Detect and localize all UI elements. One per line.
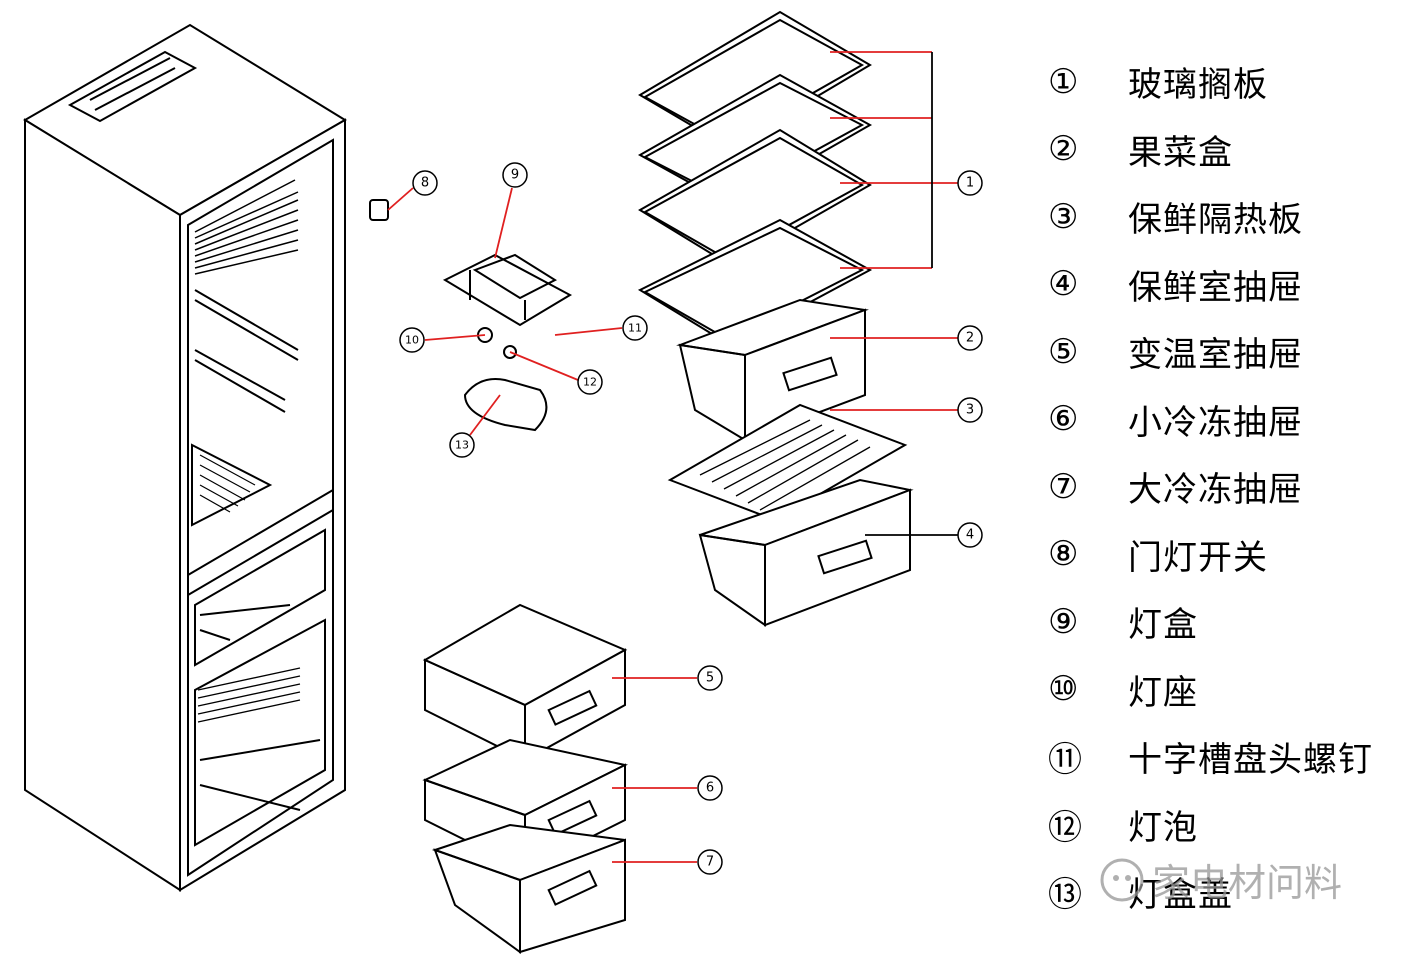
- legend-item-label: 十字槽盘头螺钉: [1128, 740, 1373, 781]
- legend-item-number: ⑬: [1048, 875, 1082, 916]
- legend-item-number: ⑩: [1048, 669, 1079, 710]
- legend-item-label: 变温室抽屉: [1128, 335, 1303, 376]
- lamp-box: [442, 253, 573, 327]
- callout-9: 9: [511, 168, 519, 183]
- legend-item: ⑬ 灯盒盖: [1048, 858, 1408, 926]
- legend-item-number: ⑪: [1048, 740, 1082, 781]
- legend-item: ⑪ 十字槽盘头螺钉: [1048, 723, 1408, 791]
- callout-7: 7: [706, 855, 714, 870]
- callout-circles: [399, 162, 983, 875]
- legend-item-number: ④: [1048, 264, 1079, 305]
- legend-item-label: 灯泡: [1128, 807, 1198, 848]
- legend-item: ⑩ 灯座: [1048, 656, 1408, 724]
- refrigerator-cabinet: [23, 23, 347, 892]
- parts-legend: ① 玻璃搁板 ② 果菜盒 ③ 保鲜隔热板 ④ 保鲜室抽屉 ⑤ 变温室抽屉 ⑥ 小冷冻抽屉 ⑦ 大冷冻抽屉 ⑧…: [1048, 48, 1408, 926]
- callout-13: 13: [455, 439, 469, 452]
- legend-item-label: 小冷冻抽屉: [1128, 402, 1303, 443]
- lamp-box-cover: [463, 378, 548, 432]
- legend-item: ③ 保鲜隔热板: [1048, 183, 1408, 251]
- legend-item-label: 保鲜隔热板: [1128, 200, 1303, 241]
- callout-5: 5: [706, 671, 714, 686]
- legend-item-label: 门灯开关: [1128, 537, 1268, 578]
- exploded-refrigerator-diagram: 1 2 3 4 5 6 7 8 9 10 11 12 13: [23, 10, 983, 954]
- insulation-board: [667, 403, 908, 522]
- legend-item-number: ③: [1048, 196, 1079, 237]
- lamp-bulb: [503, 345, 517, 359]
- callout-12: 12: [583, 376, 597, 389]
- door-lamp-switch: [369, 199, 389, 221]
- callout-10: 10: [405, 334, 419, 347]
- legend-item: ⑧ 门灯开关: [1048, 521, 1408, 589]
- legend-item-label: 灯盒盖: [1128, 875, 1233, 916]
- legend-item-label: 玻璃搁板: [1128, 65, 1268, 106]
- legend-item: ⑥ 小冷冻抽屉: [1048, 386, 1408, 454]
- legend-item-number: ⑧: [1048, 534, 1079, 575]
- watermark-text: 家电材问料: [1152, 861, 1343, 905]
- legend-item-label: 大冷冻抽屉: [1128, 470, 1303, 511]
- leader-lines: [387, 51, 958, 863]
- legend-item: ⑨ 灯盒: [1048, 588, 1408, 656]
- callout-4: 4: [966, 528, 974, 543]
- large-freezer-drawer: [431, 823, 626, 954]
- legend-item: ⑦ 大冷冻抽屉: [1048, 453, 1408, 521]
- fresh-drawer: [698, 478, 914, 627]
- crisper-box: [676, 298, 869, 442]
- legend-item: ④ 保鲜室抽屉: [1048, 251, 1408, 319]
- watermark: 家电材问料: [1100, 852, 1342, 907]
- callout-2: 2: [966, 331, 974, 346]
- legend-item-label: 果菜盒: [1128, 132, 1233, 173]
- legend-item-number: ②: [1048, 129, 1079, 170]
- legend-item-number: ⑥: [1048, 399, 1079, 440]
- legend-item-label: 保鲜室抽屉: [1128, 267, 1303, 308]
- callout-3: 3: [966, 403, 974, 418]
- legend-item-label: 灯座: [1128, 672, 1198, 713]
- callout-11-right: 11: [628, 322, 642, 335]
- legend-item: ⑫ 灯泡: [1048, 791, 1408, 859]
- glass-shelves: [637, 10, 873, 347]
- callout-1: 1: [966, 176, 974, 191]
- callout-6: 6: [706, 781, 714, 796]
- legend-item-number: ⑤: [1048, 331, 1079, 372]
- variable-temp-drawer: [422, 603, 628, 762]
- callout-8: 8: [421, 176, 429, 191]
- legend-item: ⑤ 变温室抽屉: [1048, 318, 1408, 386]
- legend-item: ② 果菜盒: [1048, 116, 1408, 184]
- legend-item-number: ⑨: [1048, 601, 1079, 642]
- legend-item-number: ①: [1048, 61, 1079, 102]
- legend-item-number: ⑫: [1048, 807, 1082, 848]
- legend-item-label: 灯盒: [1128, 605, 1198, 646]
- legend-item: ① 玻璃搁板: [1048, 48, 1408, 116]
- wechat-logo-icon: [1100, 858, 1144, 901]
- legend-item-number: ⑦: [1048, 466, 1079, 507]
